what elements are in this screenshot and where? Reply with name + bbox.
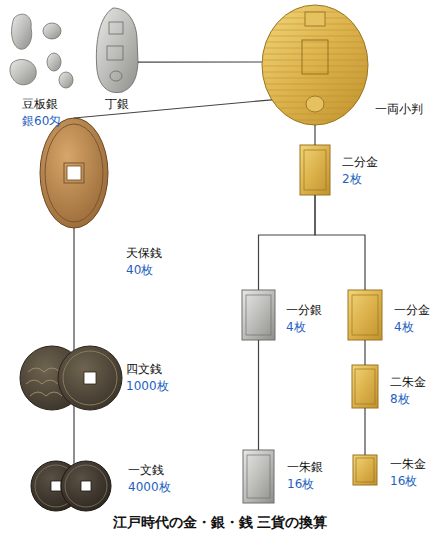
gold-plate [348, 290, 382, 340]
coin-name: 二朱金 [390, 375, 426, 389]
square-hole [81, 481, 91, 491]
connector-line [315, 195, 365, 290]
coin-node: 一朱金 16枚 [353, 455, 428, 490]
koban-stamp [305, 12, 325, 26]
coin-name: 丁銀 [105, 97, 129, 111]
coin-name: 二分金 [342, 155, 378, 169]
koban-stripes [260, 12, 370, 120]
connector-line [314, 125, 315, 145]
coin-count: 1000枚 [126, 379, 169, 393]
ichimonsen-coins [31, 461, 111, 511]
gold-plate-inner [352, 295, 378, 335]
dark-coin [58, 346, 122, 410]
coin-node: 一文銭 4000枚 [31, 461, 173, 511]
mameitagin-pieces [10, 14, 73, 88]
coin-node: 天保銭 40枚 [40, 118, 164, 279]
ichibukin-coin [348, 290, 382, 340]
silver-piece [12, 14, 32, 49]
isshukin-coin [353, 455, 377, 485]
chogin-stamp [110, 71, 122, 81]
silver-piece [59, 72, 73, 88]
square-hole-rim [64, 163, 84, 183]
chogin-bar [96, 8, 138, 93]
coin-name: 一文銭 [128, 463, 164, 477]
dark-coin [61, 461, 111, 511]
coin-name: 一両小判 [375, 102, 423, 116]
coin-name: 一朱金 [390, 457, 426, 471]
gold-plate [300, 145, 330, 195]
coin-name: 天保銭 [126, 246, 162, 260]
coin-name: 四文銭 [126, 362, 162, 376]
silver-plate-inner [247, 455, 270, 498]
coin-count: 40枚 [126, 263, 153, 277]
figure-caption: 江戸時代の金・銀・銭 三貨の換算 [0, 513, 440, 531]
koban-coin [260, 5, 370, 125]
bronze-oval [40, 118, 108, 228]
silver-piece [10, 59, 36, 84]
chogin-body [96, 8, 138, 93]
coin-count: 4枚 [286, 320, 306, 334]
silver-plate-inner [246, 295, 271, 335]
coin-count: 4000枚 [128, 480, 171, 494]
gold-plate-inner [356, 458, 374, 482]
gold-plate [353, 455, 377, 485]
tenposen-coin [40, 118, 108, 228]
silver-piece [43, 23, 61, 39]
gold-plate-inner [355, 369, 375, 404]
coin-name: 一分銀 [286, 303, 322, 317]
connector-line [74, 100, 272, 118]
bronze-rim [45, 124, 103, 222]
connector-line [258, 340, 259, 450]
coin-rim [65, 465, 107, 507]
coin-node: 豆板銀 丁銀銀60匁 [8, 8, 138, 130]
connector-line [364, 340, 365, 365]
square-hole [84, 372, 96, 384]
gold-plate [352, 365, 378, 408]
connector-line [73, 228, 74, 350]
connector-line [73, 406, 74, 464]
coin-node: 一分金 4枚 [348, 290, 432, 340]
chogin-stamp [109, 22, 123, 34]
coin-count: 16枚 [390, 474, 417, 488]
coin-name: 豆板銀 [22, 97, 58, 111]
koban-body [262, 5, 368, 125]
shimonsen-coins [20, 346, 122, 410]
koban-stamp [306, 96, 324, 112]
silver-plate [242, 290, 275, 340]
coin-rim [63, 351, 117, 405]
connector-line [364, 408, 365, 455]
chogin-stamp [107, 46, 123, 60]
silver-piece [47, 53, 61, 71]
coin-count: 16枚 [287, 477, 314, 491]
coin-count: 銀60匁 [22, 114, 61, 128]
isshugin-coin [243, 450, 274, 503]
coin-node: 一朱銀 16枚 [243, 450, 325, 503]
square-hole [51, 481, 61, 491]
coin-node: 一分銀 4枚 [242, 290, 324, 340]
ichibugin-coin [242, 290, 275, 340]
square-hole [67, 166, 81, 180]
connector-line [138, 61, 262, 62]
coin-name: 一朱銀 [287, 460, 323, 474]
wave-pattern [26, 368, 62, 396]
coin-count: 4枚 [394, 320, 414, 334]
silver-plate [243, 450, 274, 503]
coin-node: 二朱金 8枚 [352, 365, 428, 408]
coin-node: 二分金 2枚 [300, 145, 380, 195]
coin-name: 一分金 [394, 303, 430, 317]
connector-line [259, 195, 316, 290]
koban-stamp [302, 40, 328, 74]
koban-stripe-lines [260, 12, 370, 120]
coin-node: 一両小判 [262, 5, 425, 125]
nibukin-coin [300, 145, 330, 195]
coin-count: 8枚 [390, 392, 410, 406]
nishukin-coin [352, 365, 378, 408]
coin-count: 2枚 [342, 172, 362, 186]
gold-plate-inner [304, 150, 326, 190]
coin-node: 四文銭 1000枚 [20, 346, 171, 410]
